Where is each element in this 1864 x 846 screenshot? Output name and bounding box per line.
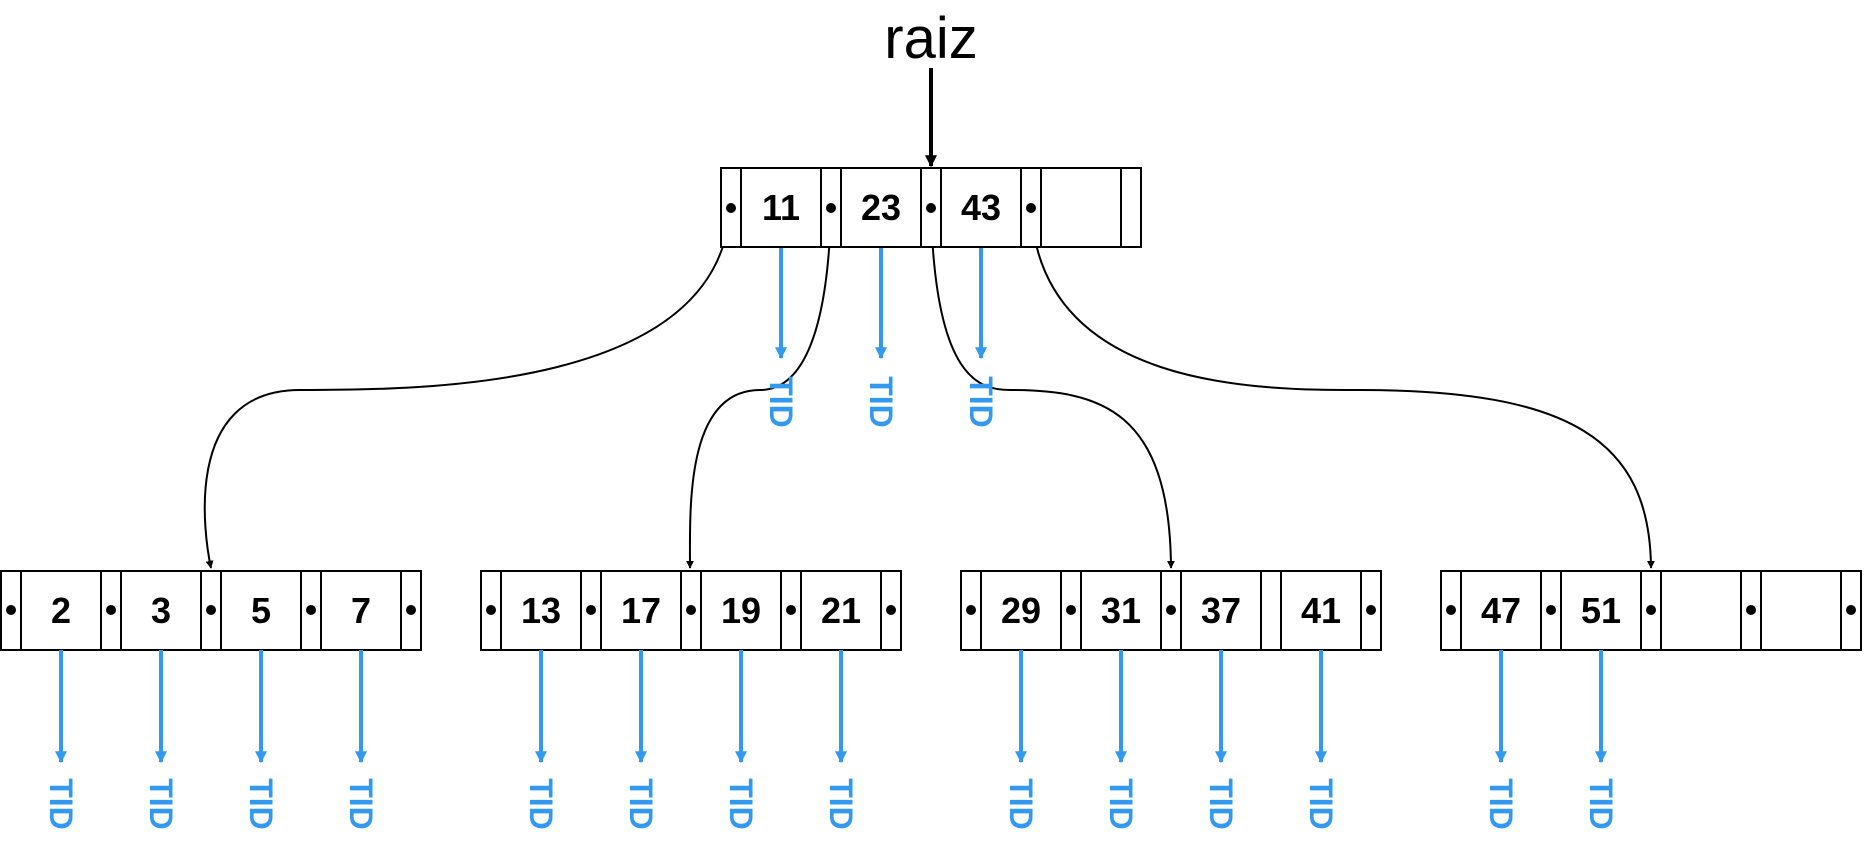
pointer-dot <box>6 605 16 615</box>
tid-label: TID <box>1583 778 1619 830</box>
tree-edges <box>203 207 1655 569</box>
edge-to-leaf-2 <box>685 207 832 569</box>
pointer-dot <box>966 605 976 615</box>
leaf-key: 5 <box>251 590 271 631</box>
root-node: 11 23 43 TID TID TID <box>720 167 1142 428</box>
pointer-dot <box>786 605 796 615</box>
leaf-key: 7 <box>351 590 371 631</box>
tid-label: TID <box>723 778 759 830</box>
root-key: 11 <box>762 187 800 228</box>
pointer-dot <box>486 605 496 615</box>
tid-label: TID <box>1103 778 1139 830</box>
tid-label: TID <box>1003 778 1039 830</box>
key-cell <box>740 167 822 248</box>
pointer-dot <box>1166 605 1176 615</box>
leaf-key: 37 <box>1201 590 1241 631</box>
key-cell <box>600 570 682 651</box>
pointer-dot <box>206 605 216 615</box>
key-cell <box>220 570 302 651</box>
pointer-dot <box>886 605 896 615</box>
pointer-dot <box>686 605 696 615</box>
pointer-dot <box>1026 203 1036 213</box>
tid-label: TID <box>963 376 999 428</box>
key-cell <box>1760 570 1842 651</box>
pointer-dot <box>406 605 416 615</box>
pointer-dot <box>926 203 936 213</box>
leaf-key: 21 <box>821 590 861 631</box>
root-label: raiz <box>884 6 977 71</box>
key-cell <box>980 570 1062 651</box>
tid-label: TID <box>1303 778 1339 830</box>
pointer-dot <box>826 203 836 213</box>
leaf-key: 19 <box>721 590 761 631</box>
pointer-dot <box>1066 605 1076 615</box>
pointer-cell <box>1120 167 1142 248</box>
key-cell <box>500 570 582 651</box>
pointer-dot <box>1846 605 1856 615</box>
tid-label: TID <box>523 778 559 830</box>
root-key: 43 <box>961 187 1001 228</box>
key-cell <box>1180 570 1262 651</box>
leaf-node: 29 31 37 41 TID TID TID TID <box>960 570 1382 830</box>
tid-label: TID <box>863 376 899 428</box>
key-cell <box>320 570 402 651</box>
edge-to-leaf-4 <box>1030 207 1655 569</box>
key-cell <box>840 167 922 248</box>
leaf-node: 47 51 TID TID <box>1440 570 1862 830</box>
pointer-dot <box>726 203 736 213</box>
leaf-key: 13 <box>521 590 561 631</box>
leaf-key: 51 <box>1581 590 1621 631</box>
leaf-key: 17 <box>621 590 661 631</box>
pointer-dot <box>1446 605 1456 615</box>
pointer-dot <box>1366 605 1376 615</box>
pointer-dot <box>306 605 316 615</box>
leaf-key: 31 <box>1101 590 1141 631</box>
tid-label: TID <box>243 778 279 830</box>
pointer-dot <box>1546 605 1556 615</box>
tid-label: TID <box>1203 778 1239 830</box>
tid-label: TID <box>823 778 859 830</box>
leaf-node: 13 17 19 21 TID TID TID TID <box>480 570 902 830</box>
root-key: 23 <box>861 187 901 228</box>
tid-label: TID <box>763 376 799 428</box>
pointer-dot <box>106 605 116 615</box>
edge-to-leaf-1 <box>203 207 731 569</box>
tid-label: TID <box>143 778 179 830</box>
key-cell <box>1660 570 1742 651</box>
edge-to-leaf-3 <box>930 207 1175 569</box>
leaf-key: 2 <box>51 590 71 631</box>
pointer-dot <box>586 605 596 615</box>
key-cell <box>1080 570 1162 651</box>
leaf-key: 47 <box>1481 590 1521 631</box>
key-cell <box>1280 570 1362 651</box>
pointer-cell <box>1260 570 1282 651</box>
leaf-node: 2 3 5 7 TID TID TID TID <box>0 570 422 830</box>
pointer-dot <box>1646 605 1656 615</box>
pointer-dot <box>1746 605 1756 615</box>
leaf-key: 3 <box>151 590 171 631</box>
leaf-key: 29 <box>1001 590 1041 631</box>
tid-label: TID <box>343 778 379 830</box>
key-cell <box>1040 167 1122 248</box>
tid-label: TID <box>1483 778 1519 830</box>
tid-label: TID <box>43 778 79 830</box>
tid-label: TID <box>623 778 659 830</box>
leaf-key: 41 <box>1301 590 1341 631</box>
key-cell <box>1560 570 1642 651</box>
